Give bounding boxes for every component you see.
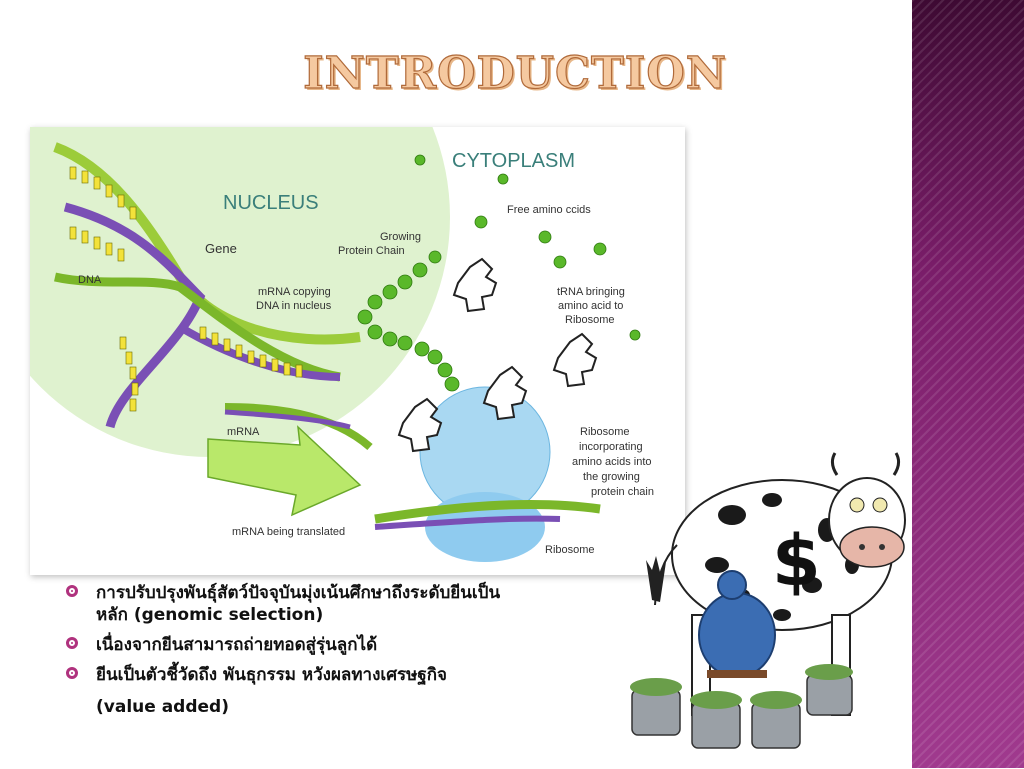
mrna-strand-purple (224, 409, 351, 430)
farmer-cap (717, 570, 747, 600)
dna-strand-green-2 (54, 272, 341, 382)
trna-shapes (397, 257, 598, 453)
side-decorative-band (912, 0, 1024, 768)
cow-horns (830, 452, 901, 476)
ribosome-text-5: protein chain (591, 486, 654, 498)
growing-chain-label-2: Protein Chain (338, 245, 405, 257)
bullet-ring-icon (66, 585, 78, 597)
bullet-text-line2: หลัก (genomic selection) (96, 605, 324, 625)
mrna-translated-label: mRNA being translated (232, 526, 345, 538)
farmer-body (698, 592, 776, 678)
bullet-text-line2: (value added) (96, 697, 229, 717)
slide-title: INTRODUCTION (302, 47, 727, 99)
cytoplasm-label: CYTOPLASM (452, 150, 575, 172)
cow-cartoon: $ (630, 452, 906, 749)
protein-synthesis-figure: NUCLEUS CYTOPLASM Gene DNA mRNA copying … (30, 127, 685, 575)
translated-mrna (374, 499, 601, 524)
bullet-list: การปรับปรุงพันธุ์สัตว์ปัจจุบันมุ่งเน้นศึ… (66, 582, 626, 726)
free-amino-label: Free amino ccids (507, 204, 591, 216)
trna-label-2: amino acid to (558, 300, 623, 312)
nucleus-label: NUCLEUS (223, 192, 319, 214)
gene-label: Gene (205, 241, 237, 256)
translated-mrna-purple (374, 515, 561, 530)
mrna-label: mRNA (227, 426, 260, 438)
money-buckets (630, 664, 853, 749)
nucleotide-ticks (69, 166, 303, 412)
cow-eye (872, 497, 888, 513)
growing-chain-label-1: Growing (380, 231, 421, 243)
mrna-copying-label-2: DNA in nucleus (256, 300, 332, 312)
cow-tail-tuft (646, 556, 666, 602)
cow-nostril (859, 544, 865, 550)
dollar-sign-icon: $ (772, 520, 821, 602)
protein-chain-beads (357, 154, 641, 392)
bullet-text: การปรับปรุงพันธุ์สัตว์ปัจจุบันมุ่งเน้นศึ… (96, 583, 501, 603)
ribosome-text-2: incorporating (579, 441, 643, 453)
cow-eye (849, 497, 865, 513)
bullet-text: เนื่องจากยีนสามารถถ่ายทอดสู่รุ่นลูกได้ (96, 635, 378, 655)
bullet-ring-icon (66, 637, 78, 649)
translation-arrow (207, 425, 362, 517)
milking-stool (707, 670, 767, 678)
trna-label-3: Ribosome (565, 314, 615, 326)
protein-synthesis-diagram: NUCLEUS CYTOPLASM Gene DNA mRNA copying … (30, 127, 654, 562)
bullet-item: ยีนเป็นตัวชี้วัดถึง พันธุกรรม หวังผลทางเ… (66, 664, 626, 718)
cow-nostril (879, 544, 885, 550)
cow-snout (839, 526, 905, 568)
ribosome-label: Ribosome (545, 544, 595, 556)
dna-label: DNA (78, 274, 102, 286)
cow-milking-money-illustration: $ (622, 435, 912, 765)
mrna-strand (224, 403, 373, 451)
bullet-item: การปรับปรุงพันธุ์สัตว์ปัจจุบันมุ่งเน้นศึ… (66, 582, 626, 626)
ribosome-text-4: the growing (583, 471, 640, 483)
bullet-text: ยีนเป็นตัวชี้วัดถึง พันธุกรรม หวังผลทางเ… (96, 665, 447, 685)
ribosome-text-3: amino acids into (572, 456, 652, 468)
ribosome-text-1: Ribosome (580, 426, 630, 438)
bullet-ring-icon (66, 667, 78, 679)
bullet-item: เนื่องจากยีนสามารถถ่ายทอดสู่รุ่นลูกได้ (66, 634, 626, 656)
trna-label-1: tRNA bringing (557, 286, 625, 298)
mrna-copying-label-1: mRNA copying (258, 286, 331, 298)
